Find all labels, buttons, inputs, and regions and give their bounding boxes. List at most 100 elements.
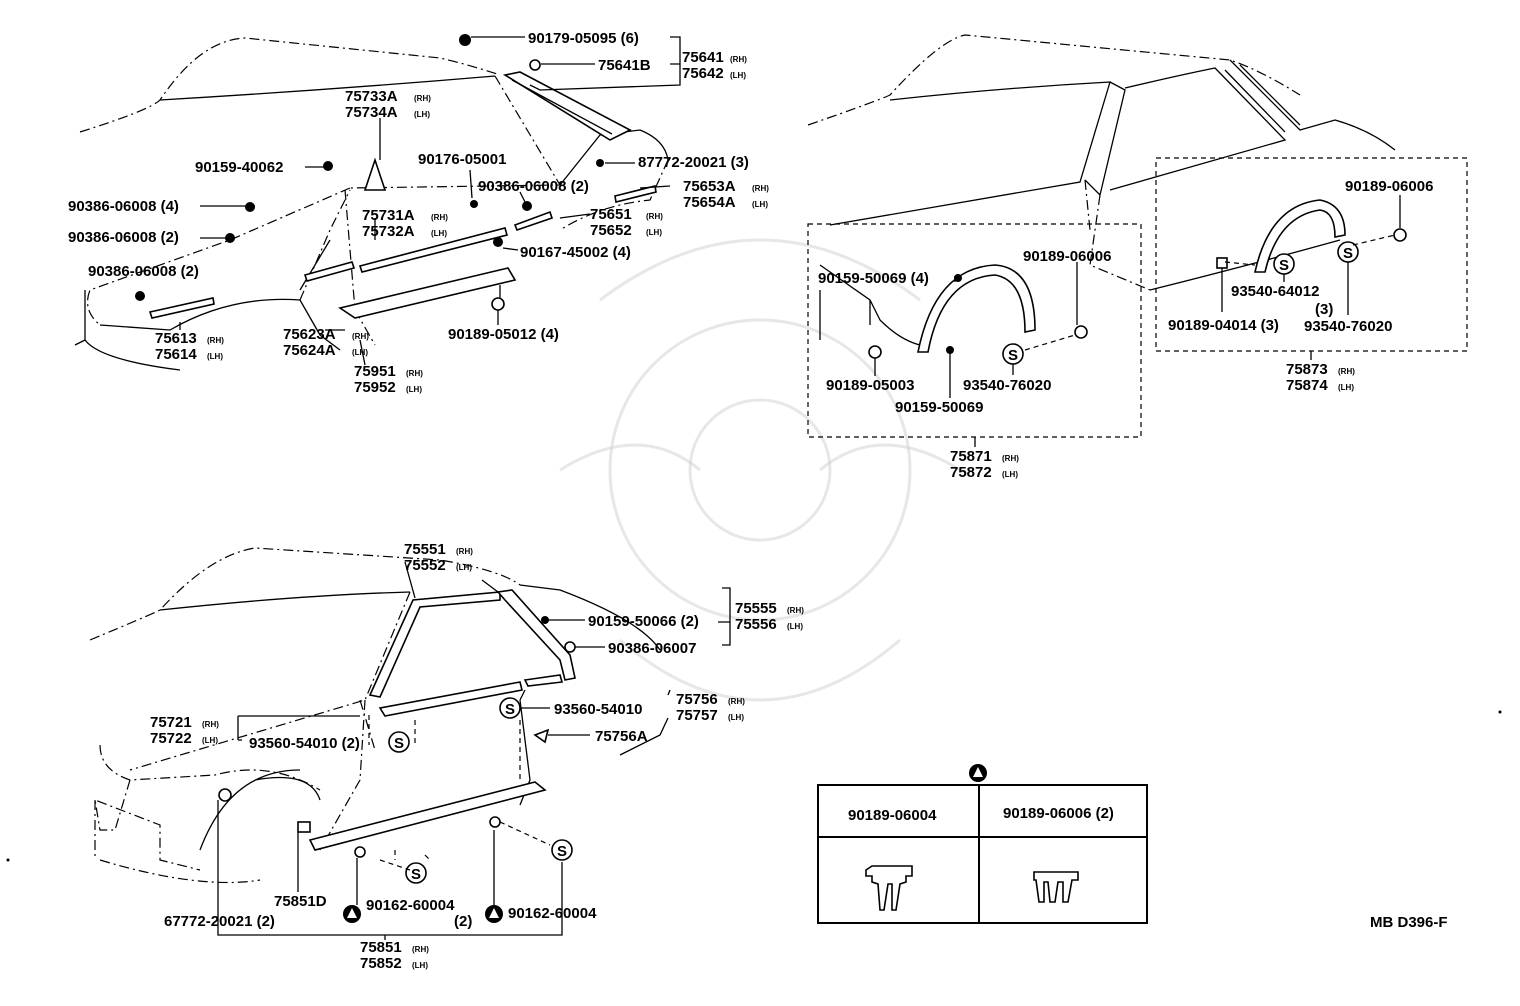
part-label: 75614 bbox=[155, 346, 197, 363]
part-suffix: (LH) bbox=[352, 348, 368, 357]
part-label: 75851 bbox=[360, 939, 402, 956]
part-suffix: (RH) bbox=[406, 369, 423, 378]
screw-icon bbox=[946, 346, 954, 354]
part-label: 90167-45002 (4) bbox=[520, 244, 631, 261]
clip-icon bbox=[218, 788, 232, 802]
part-label: 75952 bbox=[354, 379, 396, 396]
screw-icon bbox=[493, 237, 503, 247]
part-label: 90386-06008 (2) bbox=[88, 263, 199, 280]
rear-wheel-arch-moulding bbox=[1254, 199, 1346, 273]
belt-moulding-front bbox=[358, 227, 508, 273]
window-frame-moulding-rear bbox=[496, 589, 576, 681]
clip-icon bbox=[564, 641, 576, 653]
clip-icon bbox=[596, 159, 604, 167]
part-label: 90189-05012 (4) bbox=[448, 326, 559, 343]
part-label: 90179-05095 (6) bbox=[528, 30, 639, 47]
clip-icon bbox=[522, 201, 532, 211]
fasteners-bottom-left bbox=[218, 616, 576, 858]
view-top-right: S S S 90189-06006 90159-50069 (4) 90189-… bbox=[807, 34, 1468, 481]
triangle-icon bbox=[973, 767, 983, 777]
part-label: 75652 bbox=[590, 222, 632, 239]
part-suffix: (LH) bbox=[752, 200, 768, 209]
part-label: 90386-06008 (2) bbox=[478, 178, 589, 195]
s-clip-letter: S bbox=[1279, 257, 1289, 274]
watermark-emblem bbox=[559, 238, 961, 702]
rocker-moulding bbox=[338, 267, 517, 319]
part-label: 75722 bbox=[150, 730, 192, 747]
part-suffix: (RH) bbox=[646, 212, 663, 221]
belt-moulding-rear bbox=[513, 210, 554, 232]
part-label: 75642 bbox=[682, 65, 724, 82]
part-suffix: (LH) bbox=[730, 71, 746, 80]
part-label: 90189-04014 (3) bbox=[1168, 317, 1279, 334]
diagram-code: MB D396-F bbox=[1370, 914, 1448, 931]
front-fender-moulding bbox=[148, 297, 215, 319]
part-label: 75731A bbox=[362, 207, 415, 224]
screw-icon bbox=[954, 274, 962, 282]
part-label: 90176-05001 bbox=[418, 151, 506, 168]
part-label: 75624A bbox=[283, 342, 336, 359]
part-label: 75721 bbox=[150, 714, 192, 731]
part-label: 90162-60004 bbox=[366, 897, 455, 914]
s-clip-letter: S bbox=[394, 735, 404, 752]
window-frame-moulding-front bbox=[368, 591, 501, 698]
part-suffix: (RH) bbox=[728, 697, 745, 706]
part-label: 90162-60004 bbox=[508, 905, 597, 922]
part-suffix: (RH) bbox=[787, 606, 804, 615]
part-label: 75651 bbox=[590, 206, 632, 223]
part-suffix: (RH) bbox=[202, 720, 219, 729]
part-label: (2) bbox=[454, 913, 472, 930]
clip-icon bbox=[529, 59, 541, 71]
triangle-icon bbox=[347, 908, 357, 918]
quarter-moulding bbox=[614, 185, 657, 203]
clip-icon bbox=[868, 345, 882, 359]
part-suffix: (LH) bbox=[406, 385, 422, 394]
pillar-garnish bbox=[363, 157, 387, 191]
part-label: (3) bbox=[1315, 301, 1333, 318]
part-suffix: (LH) bbox=[456, 563, 472, 572]
labels-bottom-left: 75551 (RH) 75552 (LH) 90159-50066 (2) 75… bbox=[150, 541, 804, 972]
triangle-icon bbox=[489, 908, 499, 918]
s-clip-symbol bbox=[551, 839, 573, 861]
clip-icon bbox=[1393, 228, 1407, 242]
labels-top-right: 90189-06006 90159-50069 (4) 90189-06006 … bbox=[818, 178, 1433, 481]
part-suffix: (RH) bbox=[456, 547, 473, 556]
clip-icon bbox=[1216, 257, 1228, 269]
s-clip-letter: S bbox=[557, 843, 567, 860]
table-border bbox=[817, 784, 1148, 924]
belt-moulding-outer bbox=[378, 681, 523, 717]
part-label: 75641B bbox=[598, 57, 651, 74]
nut-icon bbox=[459, 34, 471, 46]
part-label: 75641 bbox=[682, 49, 724, 66]
part-label: 93540-76020 bbox=[963, 377, 1051, 394]
part-label: 90189-05003 bbox=[826, 377, 914, 394]
clip-reference-table: 90189-06004 90189-06006 (2) bbox=[817, 764, 1148, 924]
clip-icon bbox=[354, 846, 366, 858]
clip-icon bbox=[491, 297, 505, 311]
roof-drip-moulding bbox=[502, 71, 632, 141]
part-suffix: (LH) bbox=[431, 229, 447, 238]
clip-icon bbox=[297, 821, 311, 833]
belt-moulding-quarter bbox=[523, 674, 564, 687]
part-label: 87772-20021 (3) bbox=[638, 154, 749, 171]
part-label: 75874 bbox=[1286, 377, 1328, 394]
labels-top-left: 90179-05095 (6) 75641B 75641 (RH) 75642 … bbox=[68, 30, 769, 396]
part-suffix: (LH) bbox=[412, 961, 428, 970]
part-label: 93540-76020 bbox=[1304, 318, 1392, 335]
part-suffix: (LH) bbox=[646, 228, 662, 237]
part-label: 75654A bbox=[683, 194, 736, 211]
part-label: 75756 bbox=[676, 691, 718, 708]
part-suffix: (RH) bbox=[1002, 454, 1019, 463]
speck bbox=[1498, 710, 1502, 714]
part-label: 75757 bbox=[676, 707, 718, 724]
part-label: 90386-06008 (2) bbox=[68, 229, 179, 246]
table-header-cell: 90189-06004 bbox=[848, 807, 937, 824]
part-suffix: (RH) bbox=[1338, 367, 1355, 376]
part-label: 90159-40062 bbox=[195, 159, 283, 176]
car-outline-bottom-left bbox=[89, 547, 661, 884]
part-label: 93560-54010 (2) bbox=[249, 735, 360, 752]
fasteners-top-left bbox=[135, 34, 604, 311]
part-label: 93540-64012 bbox=[1231, 283, 1319, 300]
clip-90189-06004-icon bbox=[865, 865, 913, 911]
